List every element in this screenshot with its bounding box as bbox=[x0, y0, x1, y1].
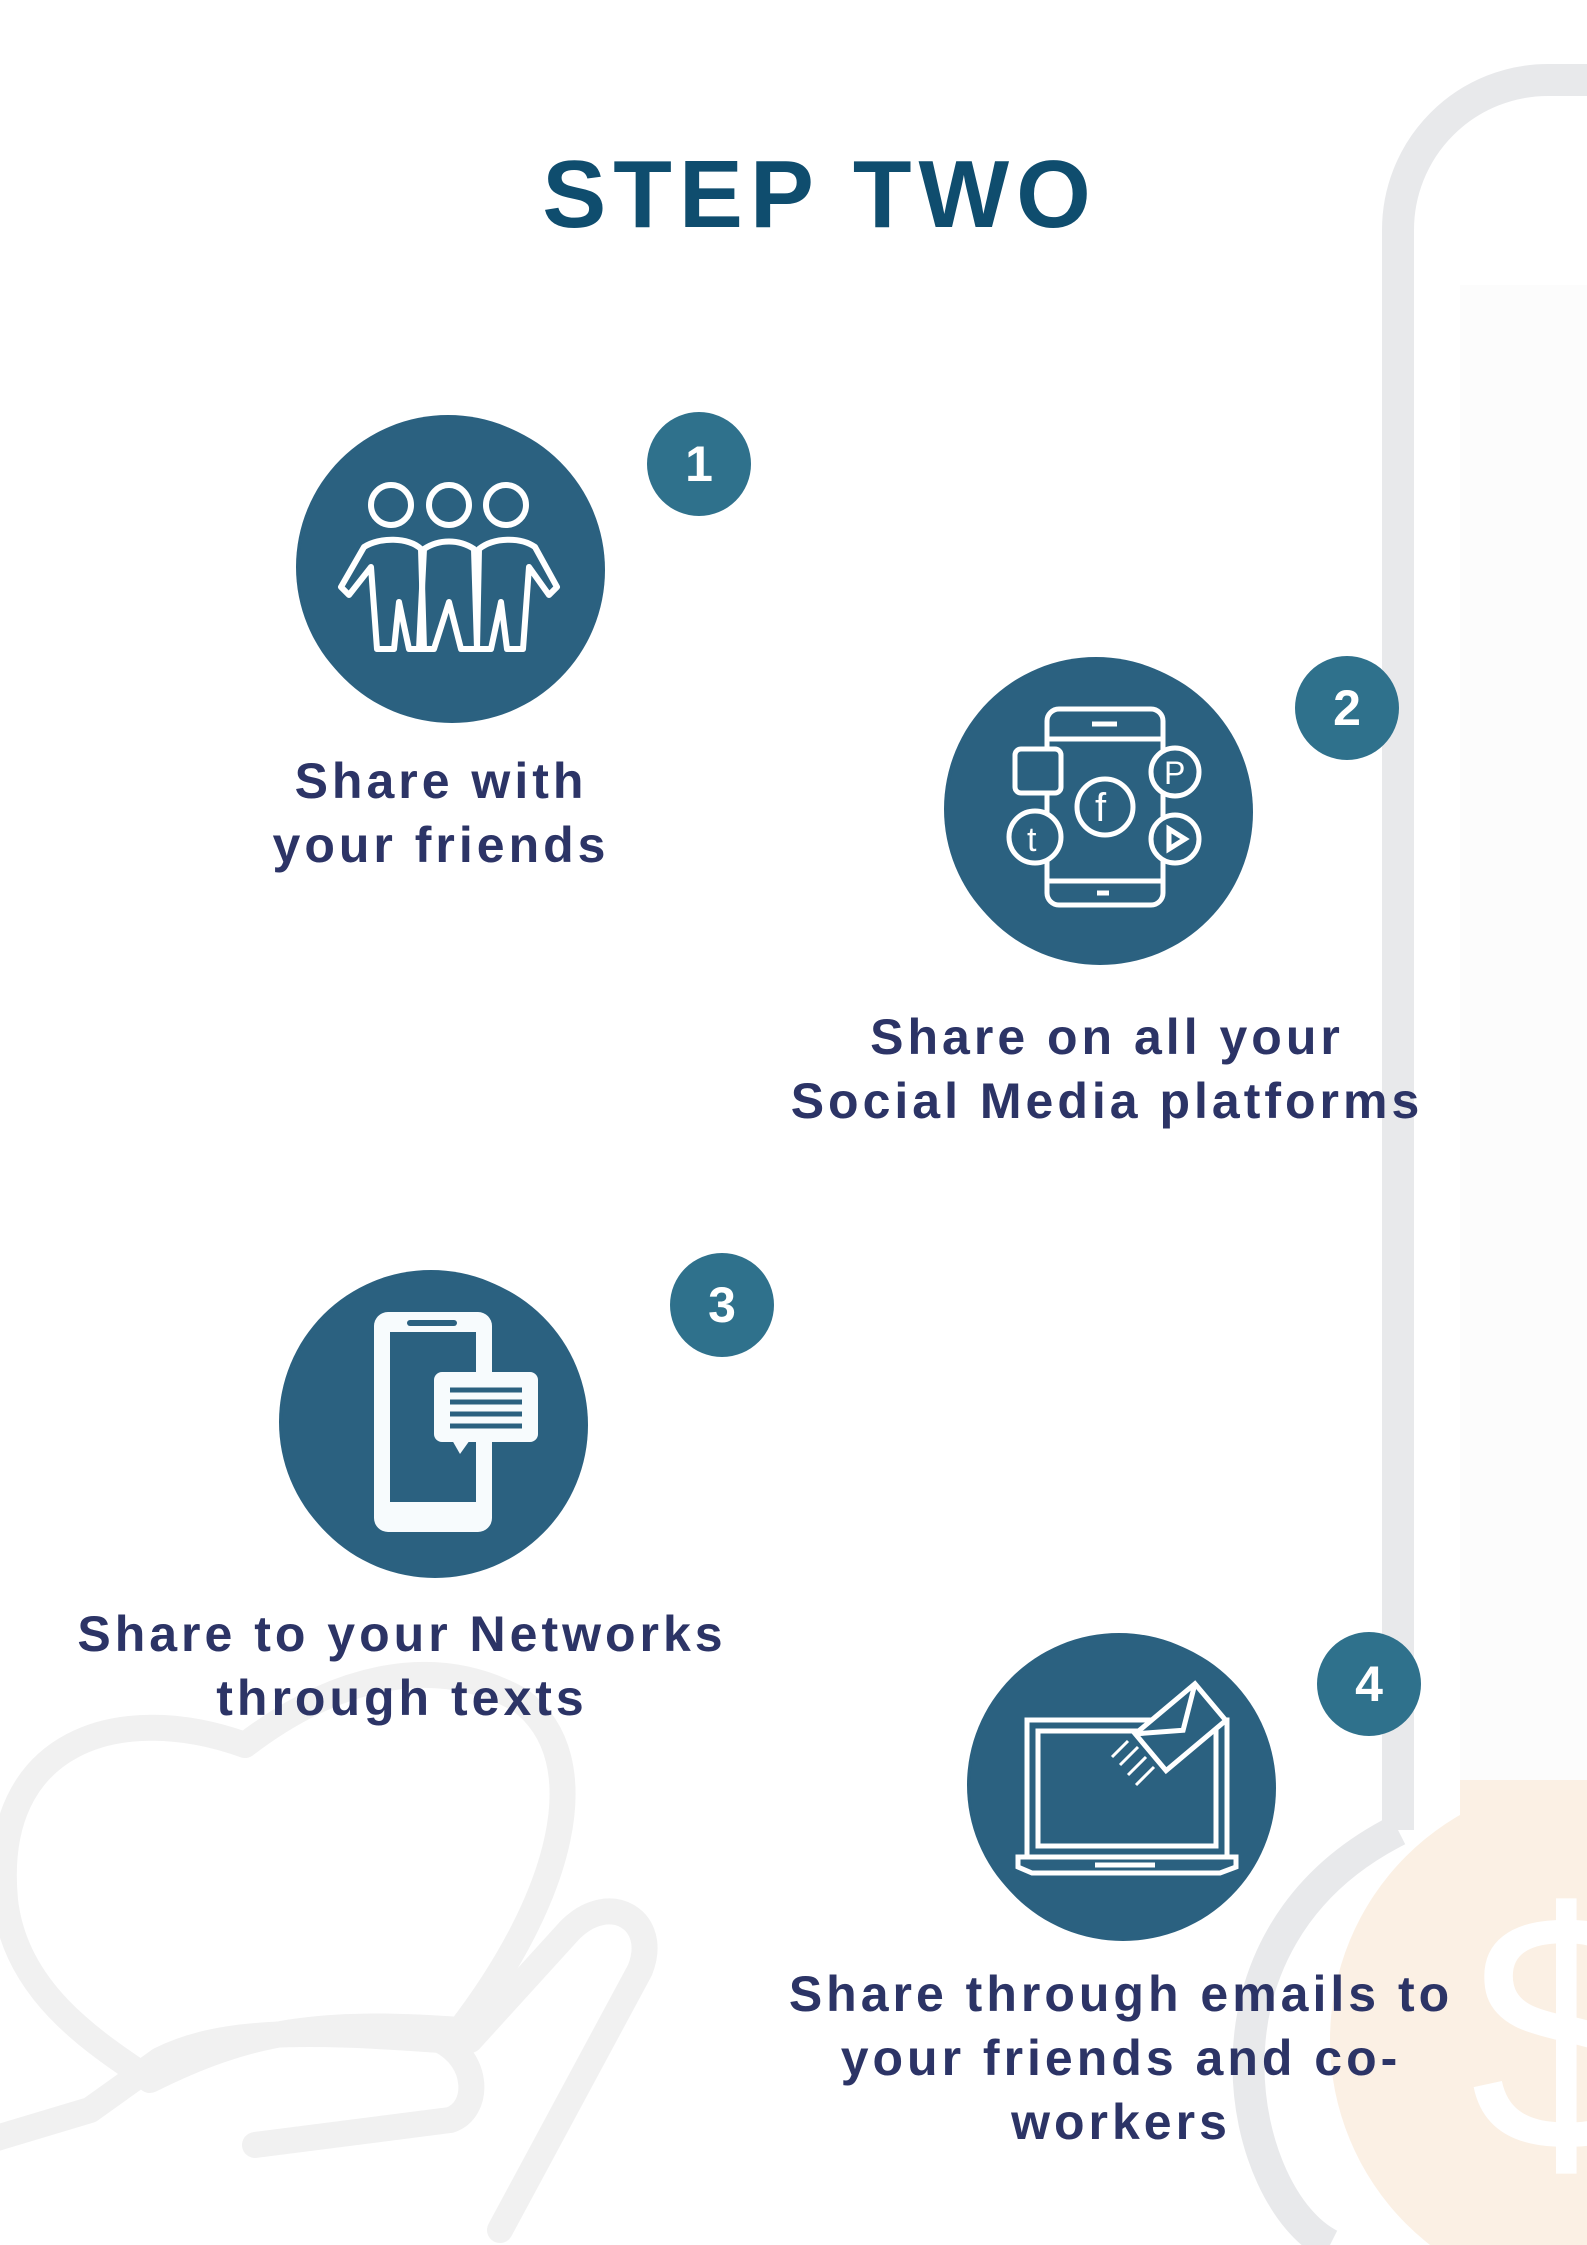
step-3-caption-line: Share to your Networks bbox=[77, 1606, 727, 1662]
step-4-caption-line: workers bbox=[1011, 2094, 1231, 2150]
phone-message-icon bbox=[374, 1312, 538, 1532]
step-4-caption: Share through emails to your friends and… bbox=[721, 1962, 1521, 2154]
step-4-badge: 4 bbox=[1317, 1632, 1421, 1736]
step-4-caption-line: Share through emails to bbox=[788, 1966, 1454, 2022]
laptop-email-icon bbox=[1015, 1680, 1239, 1876]
step-3-badge: 3 bbox=[670, 1253, 774, 1357]
social-media-phone-icon: f P t bbox=[1006, 706, 1202, 908]
heart-hand-icon bbox=[0, 1662, 658, 2243]
step-3-icon-disc bbox=[282, 1272, 588, 1578]
step-1-caption: Share with your friends bbox=[191, 749, 691, 877]
step-3-caption-line: through texts bbox=[216, 1670, 588, 1726]
step-2-caption-line: Social Media platforms bbox=[790, 1073, 1424, 1129]
step-2-caption-line: Share on all your bbox=[870, 1009, 1344, 1065]
svg-text:P: P bbox=[1164, 755, 1185, 791]
step-4-icon-disc bbox=[970, 1635, 1276, 1941]
step-1-badge: 1 bbox=[647, 412, 751, 516]
step-1-icon-disc bbox=[299, 417, 605, 723]
step-3-caption: Share to your Networks through texts bbox=[52, 1602, 752, 1730]
page-title: STEP TWO bbox=[542, 141, 1098, 248]
dollar-icon: $ bbox=[1470, 1843, 1587, 2223]
friends-icon bbox=[338, 482, 560, 652]
step-2-icon-disc: f P t bbox=[947, 659, 1253, 965]
step-2-badge: 2 bbox=[1295, 656, 1399, 760]
step-4-caption-line: your friends and co- bbox=[840, 2030, 1402, 2086]
step-2-caption: Share on all your Social Media platforms bbox=[757, 1005, 1457, 1133]
svg-text:t: t bbox=[1027, 821, 1037, 859]
svg-text:f: f bbox=[1095, 786, 1107, 830]
step-1-caption-line: your friends bbox=[272, 817, 610, 873]
step-1-caption-line: Share with bbox=[294, 753, 588, 809]
